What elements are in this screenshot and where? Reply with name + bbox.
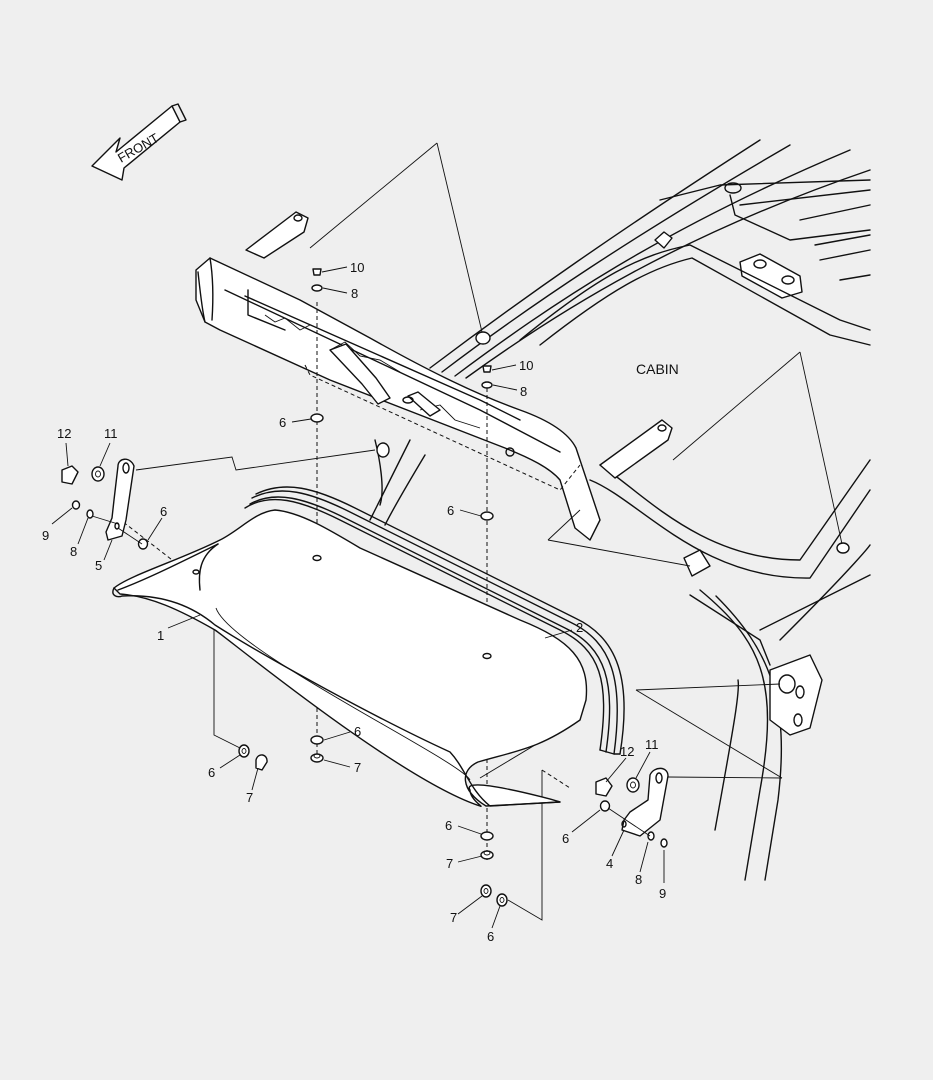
callout-8: 8 <box>70 544 77 559</box>
upper-cover <box>195 211 673 541</box>
callout-5: 5 <box>95 558 102 573</box>
callout-6: 6 <box>279 415 286 430</box>
callout-12: 12 <box>57 426 71 441</box>
callout-4: 4 <box>606 856 613 871</box>
callout-6: 6 <box>445 818 452 833</box>
callout-8: 8 <box>351 286 358 301</box>
callout-11: 11 <box>104 426 118 441</box>
callout-8: 8 <box>520 384 527 399</box>
callout-8: 8 <box>635 872 642 887</box>
callout-labels: 10 8 10 8 6 12 11 9 8 6 5 6 1 2 6 7 6 7 … <box>42 260 666 944</box>
right-bracket-hardware <box>595 767 669 848</box>
callout-2: 2 <box>576 620 583 635</box>
callout-12: 12 <box>620 744 634 759</box>
cover-panel <box>112 486 625 807</box>
callout-10: 10 <box>350 260 364 275</box>
callout-7: 7 <box>246 790 253 805</box>
callout-11: 11 <box>645 737 659 752</box>
fastener-stack <box>238 268 508 907</box>
callout-6: 6 <box>487 929 494 944</box>
callout-1: 1 <box>157 628 164 643</box>
cabin-label: CABIN <box>636 361 679 377</box>
front-arrow: FRONT <box>91 103 187 181</box>
callout-9: 9 <box>659 886 666 901</box>
callout-10: 10 <box>519 358 533 373</box>
left-bracket-hardware <box>61 458 149 550</box>
callout-6: 6 <box>160 504 167 519</box>
callout-6: 6 <box>562 831 569 846</box>
callout-7: 7 <box>446 856 453 871</box>
cabin-structure: CABIN <box>369 139 871 881</box>
callout-6: 6 <box>208 765 215 780</box>
callout-7: 7 <box>450 910 457 925</box>
callout-leaders <box>51 266 665 929</box>
callout-7: 7 <box>354 760 361 775</box>
guide-lines <box>117 142 843 921</box>
callout-6: 6 <box>447 503 454 518</box>
callout-9: 9 <box>42 528 49 543</box>
callout-6: 6 <box>354 724 361 739</box>
